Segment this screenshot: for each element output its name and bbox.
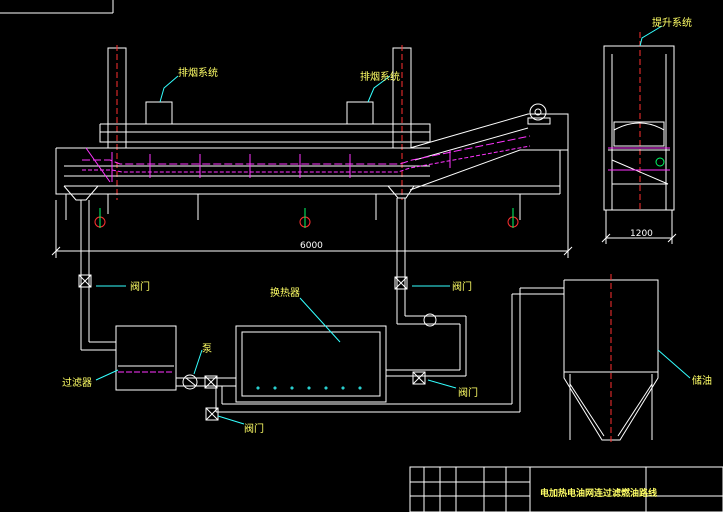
- title-block: [409, 466, 723, 512]
- conveyor-belt: [82, 135, 531, 183]
- oil-storage-tank: [563, 274, 659, 444]
- drawing-border: [0, 0, 114, 14]
- fryer-side-view: [601, 32, 677, 244]
- drive-motor: [529, 103, 547, 121]
- label-lift-system: 提升系统: [652, 16, 692, 29]
- label-oil-tank: 储油: [692, 374, 712, 387]
- hopper-left: [63, 185, 99, 201]
- exhaust-hood-left: [145, 101, 173, 125]
- valve-2-symbol: [394, 276, 408, 290]
- pump-symbol-2: [423, 313, 437, 327]
- label-heat-exchanger: 换热器: [270, 286, 300, 299]
- label-valve-2: 阀门: [452, 280, 472, 293]
- oil-piping: [80, 198, 564, 413]
- dimension-main-length: 6000: [300, 241, 323, 251]
- hopper-right: [387, 185, 415, 199]
- fryer-legs: [65, 150, 561, 220]
- valve-4-symbol: [205, 407, 219, 421]
- conveyor-ticks: [149, 150, 451, 178]
- casters: [94, 216, 519, 228]
- label-valve-3: 阀门: [458, 386, 478, 399]
- pumps: [182, 313, 437, 390]
- label-pump: 泵: [202, 343, 212, 355]
- exhaust-hood-right: [346, 101, 374, 125]
- valve-1-symbol: [78, 274, 92, 288]
- fryer-front-view: [51, 45, 573, 258]
- leader-lines: [95, 25, 691, 425]
- label-exhaust-right: 排烟系统: [360, 70, 400, 83]
- pump-symbol: [182, 374, 198, 390]
- label-valve-4: 阀门: [244, 422, 264, 435]
- title-block-title: 电加热电油网连过滤燃油路线: [540, 487, 657, 499]
- dimension-side-width: 1200: [630, 229, 653, 239]
- main-dimension: [51, 150, 573, 258]
- valves: [78, 274, 426, 421]
- label-filter: 过滤器: [62, 376, 92, 389]
- valve-5-symbol: [204, 375, 218, 389]
- filter-tank: [115, 325, 177, 391]
- label-valve-1: 阀门: [130, 280, 150, 293]
- valve-3-symbol: [412, 371, 426, 385]
- heat-exchanger: [235, 325, 387, 403]
- label-exhaust-left: 排烟系统: [178, 66, 218, 79]
